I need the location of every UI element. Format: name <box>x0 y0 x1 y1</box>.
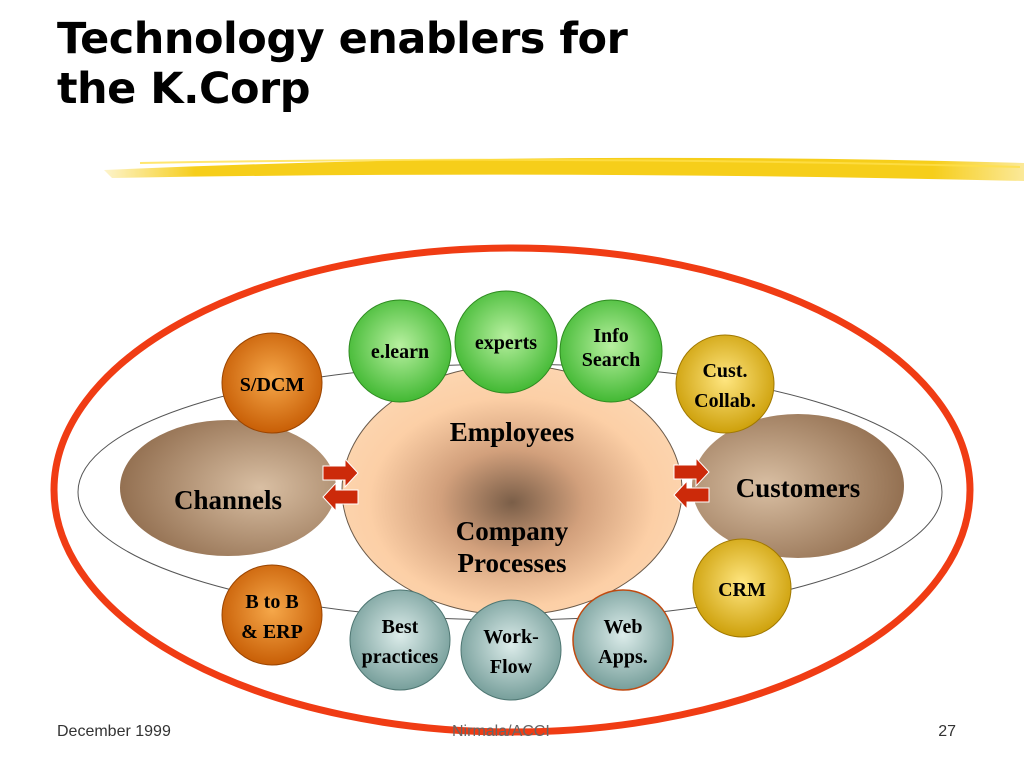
processes-label-line-2: Processes <box>458 548 567 578</box>
enabler-sdcm: S/DCM <box>221 332 323 434</box>
enabler-label: Apps. <box>598 646 647 668</box>
footer-author: Nirmala/ACCI <box>452 723 550 740</box>
enabler-b2b-erp: B to B & ERP <box>221 564 323 666</box>
enabler-label: Collab. <box>694 390 756 412</box>
arrow-right-icon <box>322 457 359 489</box>
arrow-right-icon <box>673 456 710 488</box>
title-highlight <box>104 157 1024 181</box>
arrow-left-icon <box>673 479 710 511</box>
enabler-experts: experts <box>454 290 558 394</box>
footer-date: December 1999 <box>57 723 171 740</box>
channels-node: Channels <box>120 420 336 556</box>
enabler-label: e.learn <box>371 341 429 363</box>
enabler-web-apps: Web Apps. <box>572 589 674 691</box>
employees-label: Employees <box>450 417 575 447</box>
center-node: Employees Company Processes <box>341 364 683 616</box>
enabler-label: & ERP <box>241 621 303 643</box>
channels-label: Channels <box>174 485 282 515</box>
enabler-label: CRM <box>718 579 766 601</box>
enabler-label: experts <box>475 332 537 354</box>
enabler-elearn: e.learn <box>348 299 452 403</box>
customers-node: Customers <box>692 414 904 558</box>
enabler-label: Best <box>382 616 419 638</box>
enabler-label: Flow <box>490 656 533 678</box>
arrows-left <box>322 457 359 513</box>
enabler-label: Work- <box>483 626 539 648</box>
slide-title: Technology enablers for the K.Corp <box>57 14 628 114</box>
enabler-workflow: Work- Flow <box>460 599 562 701</box>
enabler-label: Search <box>582 349 641 371</box>
footer-page-number: 27 <box>938 723 956 740</box>
enabler-label: Web <box>604 616 643 638</box>
customers-label: Customers <box>736 473 860 503</box>
outer-ring <box>50 244 974 736</box>
title-line-1: Technology enablers for <box>57 14 628 64</box>
enabler-cust-collab: Cust. Collab. <box>675 334 775 434</box>
enabler-label: practices <box>362 646 439 668</box>
enabler-label: B to B <box>245 591 298 613</box>
enabler-label: S/DCM <box>240 374 305 396</box>
processes-label-line-1: Company <box>456 516 569 546</box>
arrow-left-icon <box>322 481 359 513</box>
enabler-label: Info <box>593 325 629 347</box>
enabler-label: Cust. <box>702 360 747 382</box>
enabler-info-search: Info Search <box>559 299 663 403</box>
enabler-crm: CRM <box>692 538 792 638</box>
enabler-best-practices: Best practices <box>349 589 451 691</box>
title-line-2: the K.Corp <box>57 64 311 114</box>
arrows-right <box>673 456 710 511</box>
